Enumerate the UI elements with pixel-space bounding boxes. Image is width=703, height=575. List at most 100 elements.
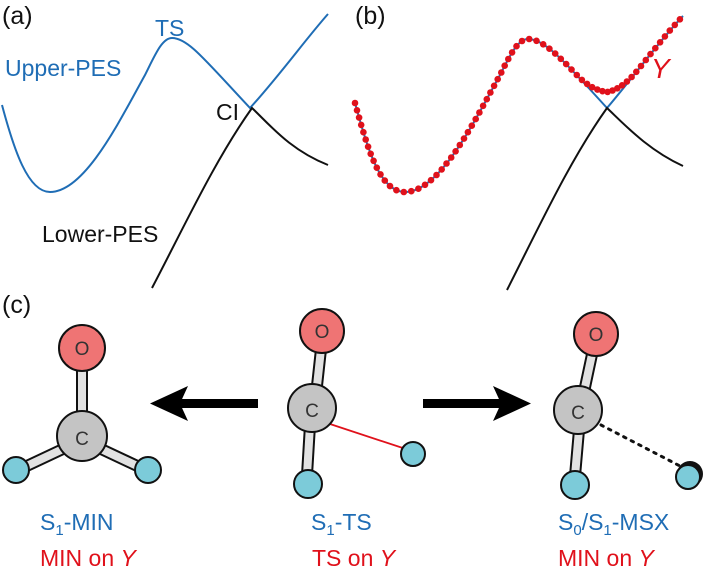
y-function-dot xyxy=(533,37,540,45)
molecule-s0-s1-msx: O C xyxy=(553,311,703,500)
arrow-right xyxy=(423,386,531,421)
y-function-dot xyxy=(370,157,377,165)
molecule-s1-min: O C xyxy=(2,324,162,484)
y-function-dot xyxy=(594,86,601,93)
y-function-dot xyxy=(381,177,389,184)
y-function-dot xyxy=(508,49,516,56)
bond-c-h xyxy=(301,419,316,481)
y-function-dot xyxy=(400,188,408,196)
arrow-left-head-icon xyxy=(150,386,188,421)
lower-pes-curve xyxy=(151,106,329,289)
y-function-dot xyxy=(377,171,384,178)
y-function-dot xyxy=(513,42,520,50)
hydrogen-atom-bottom xyxy=(293,469,323,499)
y-function-dot xyxy=(633,68,640,76)
panel-a: (a) Upper-PES TS CI Lower-PES xyxy=(1,2,329,289)
y-function-dot xyxy=(628,73,635,81)
upper-pes-label: Upper-PES xyxy=(5,55,121,81)
oxygen-atom xyxy=(299,308,345,354)
y-function-dot xyxy=(408,187,415,195)
oxygen-label: O xyxy=(589,325,604,346)
y-function-dot xyxy=(642,56,650,64)
hydrogen-atom-dissociated xyxy=(675,464,701,490)
arrow-right-shaft xyxy=(423,399,503,408)
oxygen-label: O xyxy=(315,322,330,343)
caption-s0-s1-msx: S0/S1-MSX MIN on Y xyxy=(558,509,669,571)
y-function-dot xyxy=(614,85,621,92)
caption-s1-ts: S1-TS TS on Y xyxy=(311,509,397,571)
y-function-dot xyxy=(483,95,491,103)
ci-label: CI xyxy=(216,99,239,125)
y-function-dot xyxy=(637,62,645,70)
caption-red: MIN on Y xyxy=(558,545,656,571)
caption-red: TS on Y xyxy=(312,545,397,571)
y-function-dot xyxy=(487,89,494,96)
y-function-dot xyxy=(472,115,480,123)
y-function-dot xyxy=(468,122,476,129)
y-function-dot xyxy=(490,82,498,90)
caption-blue: S1-MIN xyxy=(40,509,114,539)
panel-b: (b) Y xyxy=(351,2,684,291)
y-function-dot xyxy=(568,66,575,73)
panel-c: (c) O C xyxy=(2,291,703,571)
bond-c-h-dissociated xyxy=(599,423,682,468)
carbon-label: C xyxy=(75,429,89,450)
caption-blue: S1-TS xyxy=(311,509,372,539)
oxygen-atom xyxy=(573,311,619,357)
y-function-dot xyxy=(479,102,487,110)
y-function-dot xyxy=(494,75,502,83)
y-function-dot xyxy=(501,62,509,69)
y-function-dots xyxy=(351,15,684,196)
hydrogen-atom-bottom xyxy=(560,470,590,500)
carbon-atom xyxy=(553,385,603,435)
y-function-dot xyxy=(557,55,565,63)
y-function-dot xyxy=(578,76,586,84)
y-function-dot xyxy=(599,87,606,95)
y-function-dot xyxy=(353,107,361,114)
y-function-dot xyxy=(351,99,359,107)
y-function-dot xyxy=(443,160,450,167)
y-function-dot xyxy=(433,171,440,179)
y-function-dot xyxy=(518,37,526,45)
y-function-dot xyxy=(498,69,505,76)
y-function-dot xyxy=(415,185,422,192)
y-function-dot xyxy=(583,80,591,88)
panel-c-label: (c) xyxy=(2,291,31,319)
y-function-dot xyxy=(546,45,553,52)
y-function-dot xyxy=(373,164,381,171)
y-function-dot xyxy=(421,181,429,189)
y-function-dot xyxy=(623,78,631,85)
y-function-dot xyxy=(588,83,596,91)
carbon-atom xyxy=(56,410,108,462)
y-function-dot xyxy=(525,35,533,43)
caption-red: MIN on Y xyxy=(40,545,138,571)
y-function-dot xyxy=(460,135,468,142)
arrow-left xyxy=(150,386,258,421)
carbon-atom xyxy=(287,383,337,433)
molecule-s1-ts: O C xyxy=(287,308,426,499)
y-function-dot xyxy=(386,182,394,190)
y-function-dot xyxy=(447,154,455,161)
y-function-dot xyxy=(671,21,679,29)
upper-pes-curve-b xyxy=(354,15,684,194)
panel-a-label: (a) xyxy=(2,2,33,30)
y-function-dot xyxy=(539,41,547,48)
arrow-left-shaft xyxy=(178,399,258,408)
y-function-dot xyxy=(661,33,669,40)
upper-pes-curve xyxy=(1,13,329,194)
y-function-dot xyxy=(666,27,674,34)
y-function-dot xyxy=(438,166,446,173)
panel-b-label: (b) xyxy=(355,2,386,30)
y-function-dot xyxy=(652,44,659,52)
oxygen-atom xyxy=(58,324,106,372)
y-label: Y xyxy=(651,53,672,84)
carbon-label: C xyxy=(305,401,319,422)
y-function-dot xyxy=(573,71,581,79)
caption-blue: S0/S1-MSX xyxy=(558,509,669,539)
y-function-dot xyxy=(357,121,365,129)
y-function-dot xyxy=(367,150,375,158)
lower-pes-curve-b xyxy=(506,106,684,291)
y-function-dot xyxy=(360,128,367,136)
